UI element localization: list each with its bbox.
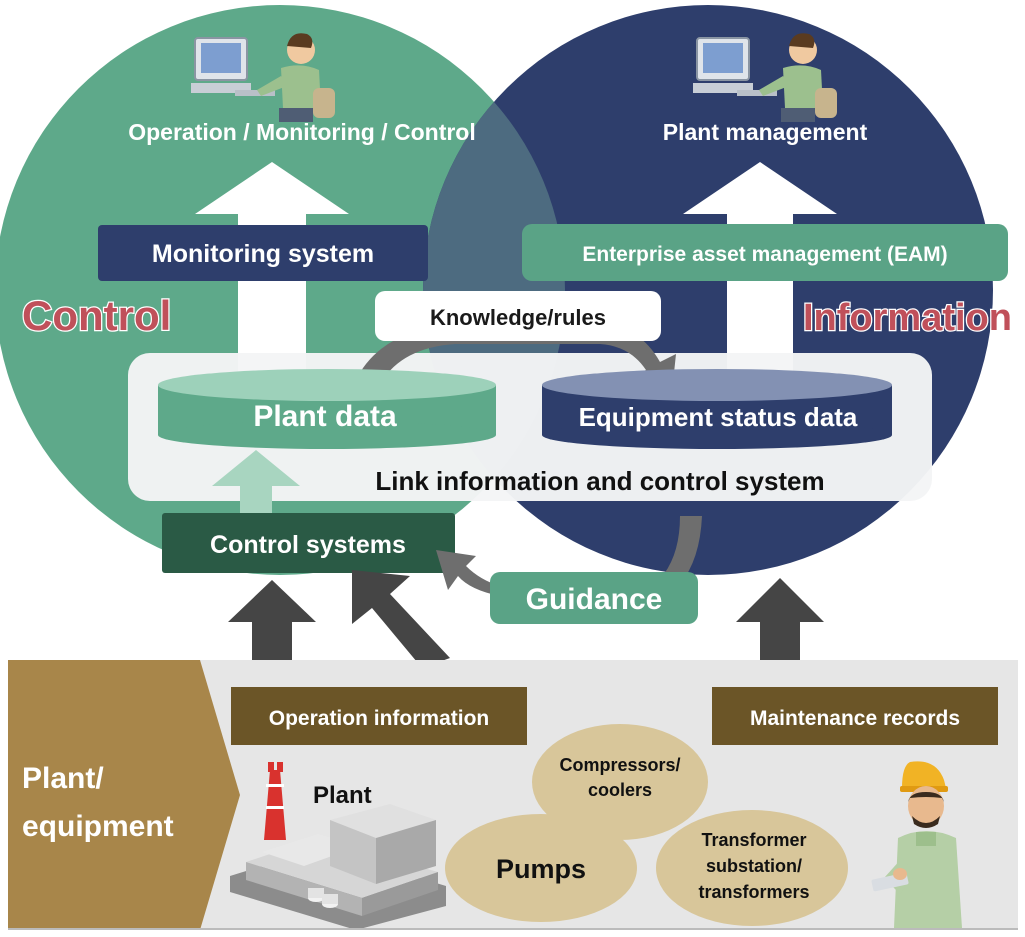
dark-up-arrow-2 xyxy=(352,570,450,668)
compressors-label-line2: coolers xyxy=(588,780,652,800)
light-up-arrow xyxy=(212,450,300,520)
knowledge-rules-label: Knowledge/rules xyxy=(430,305,606,330)
eam-label: Enterprise asset management (EAM) xyxy=(582,243,947,266)
dark-up-arrow-1 xyxy=(228,580,316,668)
maintenance-records-label: Maintenance records xyxy=(750,707,960,730)
information-big-label: Information xyxy=(803,297,1012,339)
bottom-border xyxy=(8,928,1018,930)
guidance-curved-arrow-left xyxy=(436,550,500,596)
plant-label: Plant xyxy=(313,782,372,809)
plant-equipment-label-line2: equipment xyxy=(22,810,174,843)
plant-equipment-tab xyxy=(8,660,240,930)
transformer-label-line3: transformers xyxy=(698,882,809,902)
monitoring-system-box xyxy=(98,225,428,281)
transformer-label-line2: substation/ xyxy=(706,856,802,876)
guidance-label: Guidance xyxy=(526,583,663,616)
eam-box xyxy=(522,224,1008,281)
equipment-status-cylinder xyxy=(542,369,892,449)
guidance-box xyxy=(490,572,698,624)
plant-data-cylinder xyxy=(158,369,496,449)
plant-equipment-label-line1: Plant/ xyxy=(22,762,104,795)
equipment-status-label: Equipment status data xyxy=(579,402,858,432)
pumps-label: Pumps xyxy=(496,854,586,884)
guidance-curved-arrow-down xyxy=(664,516,702,584)
transformer-ellipse xyxy=(656,810,848,926)
control-big-label: Control xyxy=(22,292,171,339)
monitoring-system-label: Monitoring system xyxy=(152,240,374,268)
field-worker-icon xyxy=(871,761,962,928)
operation-information-box xyxy=(231,687,527,745)
control-circle-title: Operation / Monitoring / Control xyxy=(128,119,476,145)
control-systems-box xyxy=(162,513,455,573)
operator-at-computer-icon xyxy=(693,33,837,122)
control-systems-label: Control systems xyxy=(210,531,406,559)
compressors-label-line1: Compressors/ xyxy=(559,755,680,775)
plant-data-label: Plant data xyxy=(253,400,397,433)
maintenance-records-box xyxy=(712,687,998,745)
plant-factory-icon xyxy=(230,762,446,930)
operation-information-label: Operation information xyxy=(269,707,490,730)
compressors-ellipse xyxy=(532,724,708,840)
dark-up-arrow-3 xyxy=(736,578,824,668)
link-label: Link information and control system xyxy=(375,466,824,496)
information-circle-title: Plant management xyxy=(663,119,868,145)
operator-at-computer-icon xyxy=(191,33,335,122)
transformer-label-line1: Transformer xyxy=(701,830,806,850)
knowledge-rules-box xyxy=(375,291,661,341)
pumps-ellipse xyxy=(445,814,637,922)
